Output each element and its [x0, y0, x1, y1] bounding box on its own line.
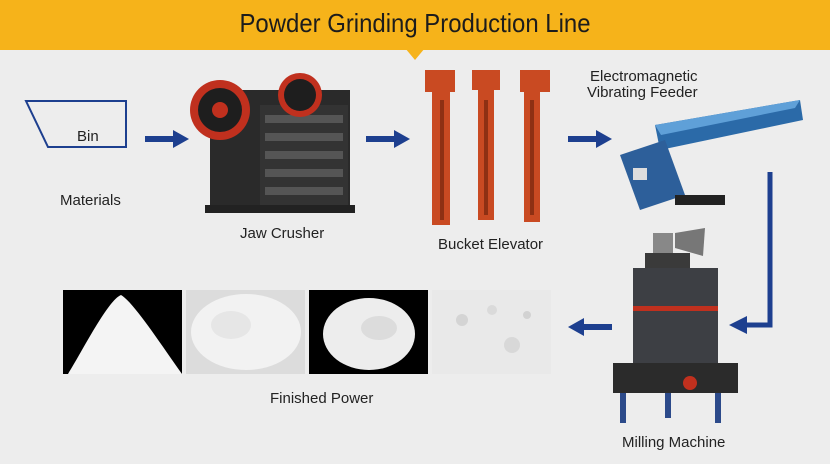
milling-machine-image: [613, 228, 738, 423]
jaw-crusher-image: [190, 73, 355, 213]
title-banner: [0, 0, 830, 50]
milling-machine-label: Milling Machine: [622, 434, 726, 451]
arrow-left-icon: [568, 318, 612, 336]
bin-icon: [24, 100, 127, 148]
arrow-right-icon: [145, 130, 189, 148]
bucket-elevator-image: [425, 70, 550, 225]
banner-notch: [405, 48, 425, 60]
powder-photo-3: [309, 290, 428, 374]
powder-photo-1: [63, 290, 182, 374]
powder-photo-2: [186, 290, 305, 374]
vibrating-feeder-image: [620, 100, 803, 210]
powder-photo-4: [432, 290, 551, 374]
materials-label: Materials: [60, 192, 121, 209]
feeder-label-line2: Vibrating Feeder: [587, 84, 698, 101]
feeder-label-line1: Electromagnetic: [590, 68, 698, 85]
jaw-crusher-label: Jaw Crusher: [240, 225, 325, 242]
page-title: Powder Grinding Production Line: [239, 8, 591, 38]
arrow-right-icon: [366, 130, 410, 148]
finished-powder-label: Finished Power: [270, 390, 374, 407]
bucket-elevator-label: Bucket Elevator: [438, 236, 544, 253]
arrow-right-icon: [568, 130, 612, 148]
arrow-down-left-icon: [729, 172, 773, 334]
bin-label: Bin: [77, 128, 99, 145]
